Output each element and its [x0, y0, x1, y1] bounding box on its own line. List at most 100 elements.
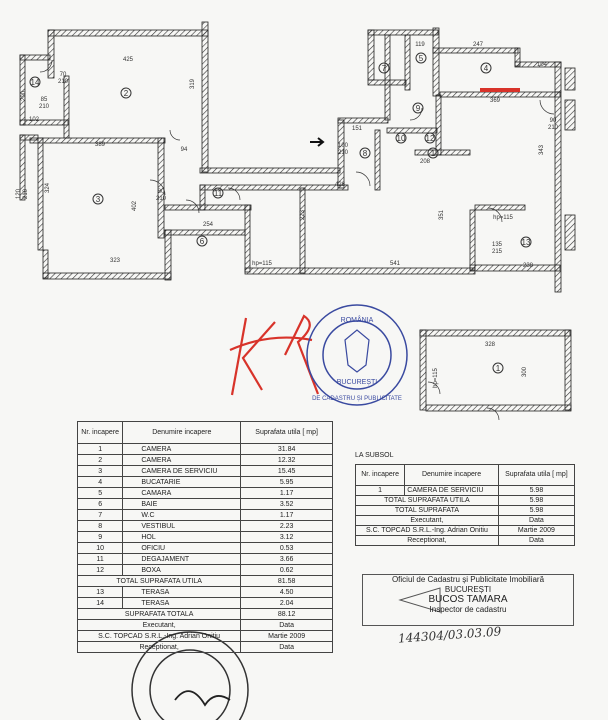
ocpi-line1: Oficiul de Cadastru și Publicitate Imobi…: [391, 575, 545, 584]
executant-name: S.C. TOPCAD S.R.L.-Ing. Adrian Onitiu: [76, 630, 242, 642]
cell-name: CAMARA: [122, 487, 242, 499]
ocpi-line3: BUCOS TAMARA: [428, 594, 508, 605]
subsol-title: LA SUBSOL: [355, 452, 394, 459]
receptionat-label: Receptionat,: [76, 641, 242, 653]
d94-dimension: 94: [181, 147, 188, 153]
hp115c-dimension: hp=115: [433, 367, 439, 387]
subsol-section: LA SUBSOL Nr. incapere Denumire incapere…: [354, 452, 576, 546]
receptionat-date: Data: [240, 641, 333, 653]
cell-name: CAMERA: [122, 443, 242, 455]
room-12-label: 12: [426, 134, 435, 143]
highlight-wall: [480, 88, 520, 92]
cell-name: W.C: [122, 509, 242, 521]
date-label: Data: [240, 619, 333, 631]
cell-val: 3.66: [240, 553, 333, 565]
d428-dimension: 428: [335, 182, 346, 188]
subsol-total: 5.98: [497, 505, 576, 516]
cell-nr: 9: [76, 531, 124, 543]
cell-val: 5.95: [240, 476, 333, 488]
doors: [39, 59, 555, 421]
d119-dimension: 119: [415, 42, 425, 48]
cell-nr: 1: [76, 443, 124, 455]
subsol-row-nr: 1: [354, 485, 406, 496]
room-4-label: 4: [484, 64, 489, 73]
cell-val: 2.23: [240, 520, 333, 532]
walls: [19, 21, 576, 412]
cell-nr: 10: [76, 542, 124, 554]
hp115b-dimension: hp=115: [252, 261, 272, 267]
door120-dimension: 120210: [16, 188, 29, 199]
total-value: 88.12: [240, 608, 333, 620]
subsol-exec-name: S.C. TOPCAD S.R.L.-Ing. Adrian Onitiu: [355, 525, 499, 536]
cell-name: TERASA: [122, 586, 242, 598]
d328-dimension: 328: [485, 342, 496, 348]
d369-dimension: 369: [490, 98, 501, 104]
room-6-label: 6: [200, 237, 205, 246]
cell-nr: 12: [76, 564, 124, 576]
cell-val: 31.84: [240, 443, 333, 455]
cell-nr: 11: [76, 553, 124, 565]
subsol-date-label: Data: [497, 515, 576, 526]
d104-dimension: 104: [537, 62, 548, 68]
stamp-top-text: ROMÂNIA: [341, 315, 374, 324]
room-2-label: 2: [124, 89, 129, 98]
col-name-header: Denumire incapere: [122, 421, 242, 444]
d254-dimension: 254: [203, 222, 214, 228]
total-util-label: TOTAL SUPRAFATA UTILA: [76, 575, 242, 587]
stamp-bottom-text: DE CADASTRU ȘI PUBLICITATE: [312, 396, 402, 402]
cell-name: HOL: [122, 531, 242, 543]
col-area-header: Suprafata utila [ mp]: [240, 421, 333, 444]
room-11-label: 11: [214, 189, 223, 198]
d351-dimension: 351: [439, 209, 445, 220]
subsol-exec-label: Executant,: [355, 515, 499, 526]
cell-val: 12.32: [240, 454, 333, 466]
cell-nr: 4: [76, 476, 124, 488]
signature: [174, 690, 231, 707]
d389-dimension: 389: [95, 142, 106, 148]
room-numbers: 1 2 3 4 5 6 7 8 9 10 11 12 13 14 1: [29, 52, 532, 374]
subsol-recept-date: Data: [497, 535, 576, 546]
cell-val: 15.45: [240, 465, 333, 477]
red-handwritten-mark: [229, 314, 320, 396]
subsol-row-name: CAMERA DE SERVICIU: [404, 485, 499, 496]
stamp-arrow-shape: [398, 587, 441, 613]
cell-name: VESTIBUL: [122, 520, 242, 532]
cell-nr: 3: [76, 465, 124, 477]
entrance-arrow-icon: [310, 137, 325, 147]
cell-nr: 14: [76, 597, 124, 609]
hp115a-dimension: hp=115: [493, 215, 513, 221]
room-9-label: 9: [416, 104, 421, 113]
rooms-table: Nr. incapere Denumire incapere Suprafata…: [76, 421, 333, 653]
subsol-total-util-label: TOTAL SUPRAFATA UTILA: [355, 495, 499, 506]
room-7-label: 7: [382, 64, 387, 73]
subsol-total-label: TOTAL SUPRAFATA: [355, 505, 499, 516]
cell-val: 2.04: [240, 597, 333, 609]
ocpi-line2: BUCUREȘTI: [444, 585, 492, 594]
cell-nr: 13: [76, 586, 124, 598]
cell-name: CAMERA: [122, 454, 242, 466]
d323-dimension: 323: [110, 258, 121, 264]
d343-dimension: 343: [539, 144, 545, 155]
executant-label: Executant,: [76, 619, 242, 631]
d324-dimension: 324: [45, 182, 51, 193]
cell-nr: 5: [76, 487, 124, 499]
room-14-label: 14: [31, 78, 40, 87]
ocpi-stamp: Oficiul de Cadastru și Publicitate Imobi…: [362, 574, 574, 626]
subsol-col-name: Denumire incapere: [404, 464, 499, 486]
executant-date: Martie 2009: [240, 630, 333, 642]
subsol-col-nr: Nr. incapere: [354, 464, 406, 486]
romania-round-stamp: [306, 304, 408, 406]
